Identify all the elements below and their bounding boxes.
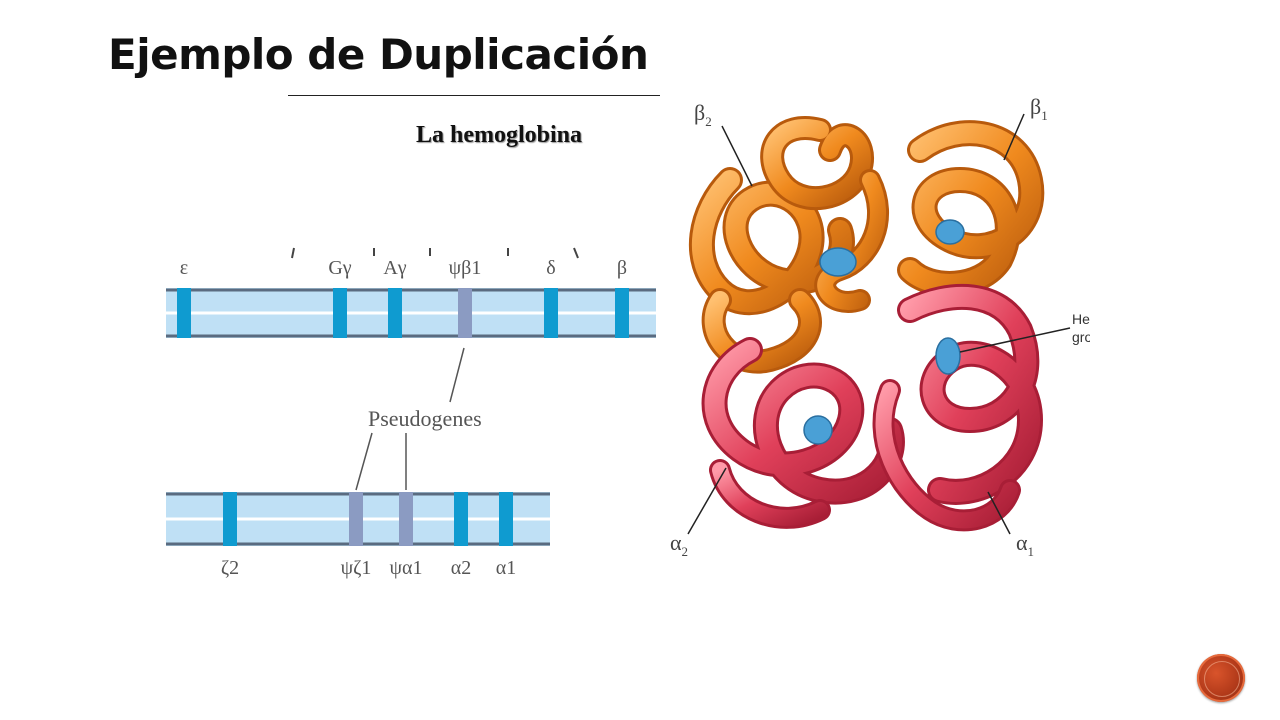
nav-button-ring <box>1204 661 1240 697</box>
heme-pointer <box>959 327 1071 353</box>
heme-disc <box>935 219 965 245</box>
slide-title: Ejemplo de Duplicación <box>108 30 649 79</box>
beta-gene-block <box>458 288 472 338</box>
alpha-gene-block <box>499 492 513 546</box>
beta-globin-chromosome <box>166 288 656 338</box>
alpha2-tube <box>704 340 902 502</box>
beta-gene-block <box>333 288 347 338</box>
alpha2-label: α2 <box>670 530 688 559</box>
beta-gene-label: ε <box>180 257 188 279</box>
heme-disc <box>935 337 961 375</box>
beta-gene-label: δ <box>546 257 555 279</box>
beta-gene-label: Aγ <box>383 257 406 279</box>
slide-subtitle: La hemoglobina <box>416 122 583 148</box>
beta-gene-block <box>615 288 629 338</box>
pseudogene-pointer-zeta <box>355 432 373 491</box>
alpha-globin-chromosome <box>166 492 550 546</box>
beta2-tube <box>763 119 871 207</box>
alpha-gene-block <box>223 492 237 546</box>
beta-gene-block <box>177 288 191 338</box>
heme-group-label: Heme group <box>1072 311 1090 345</box>
alpha1-tube <box>900 286 1041 502</box>
beta1-pointer <box>1003 113 1025 161</box>
alpha2-tube <box>712 462 828 526</box>
alpha2-pointer <box>687 467 727 535</box>
title-divider <box>288 95 660 96</box>
alpha-gene-block <box>349 492 363 546</box>
alpha1-pointer <box>987 491 1011 535</box>
beta2-pointer <box>721 125 753 187</box>
alpha-gene-block <box>454 492 468 546</box>
beta-gene-block <box>544 288 558 338</box>
beta2-chain <box>688 116 874 374</box>
beta2-tube <box>704 291 819 371</box>
pseudogene-pointer-beta <box>449 347 465 403</box>
alpha-gene-label: ψα1 <box>390 557 423 579</box>
beta1-label: β1 <box>1030 94 1048 123</box>
beta1-tube <box>900 123 1042 294</box>
hemoglobin-structure-illustration: β2 β1 α2 α1 Heme group <box>670 94 1090 559</box>
subunit-pointers <box>687 113 1071 535</box>
alpha-gene-label: ζ2 <box>221 557 239 579</box>
alpha-gene-block <box>399 492 413 546</box>
tick-mark <box>291 247 295 259</box>
alpha1-tube <box>875 382 1018 529</box>
pseudogenes-label: Pseudogenes <box>368 406 482 431</box>
beta-gene-label: β <box>617 257 627 279</box>
slide-nav-button[interactable] <box>1197 654 1245 702</box>
alpha2-chain <box>701 337 905 529</box>
heme-disc <box>803 415 833 445</box>
alpha-gene-label: α2 <box>451 557 471 579</box>
alpha1-chain <box>872 283 1044 532</box>
heme-disc <box>819 247 857 277</box>
tick-mark <box>573 247 579 259</box>
beta-gene-label: ψβ1 <box>449 257 482 279</box>
alpha1-label: α1 <box>1016 530 1034 559</box>
alpha-gene-label: ψζ1 <box>341 557 372 579</box>
beta-tick-marks <box>291 247 579 259</box>
gene-cluster-diagram: ε Gγ Aγ ψβ1 δ β Pseudogenes ζ2 ψζ1 ψα1 α2 α1 <box>166 247 656 579</box>
beta-gene-block <box>388 288 402 338</box>
heme-groups <box>803 219 965 445</box>
beta-gene-label: Gγ <box>328 257 351 279</box>
alpha-gene-label: α1 <box>496 557 516 579</box>
beta2-label: β2 <box>694 100 712 129</box>
